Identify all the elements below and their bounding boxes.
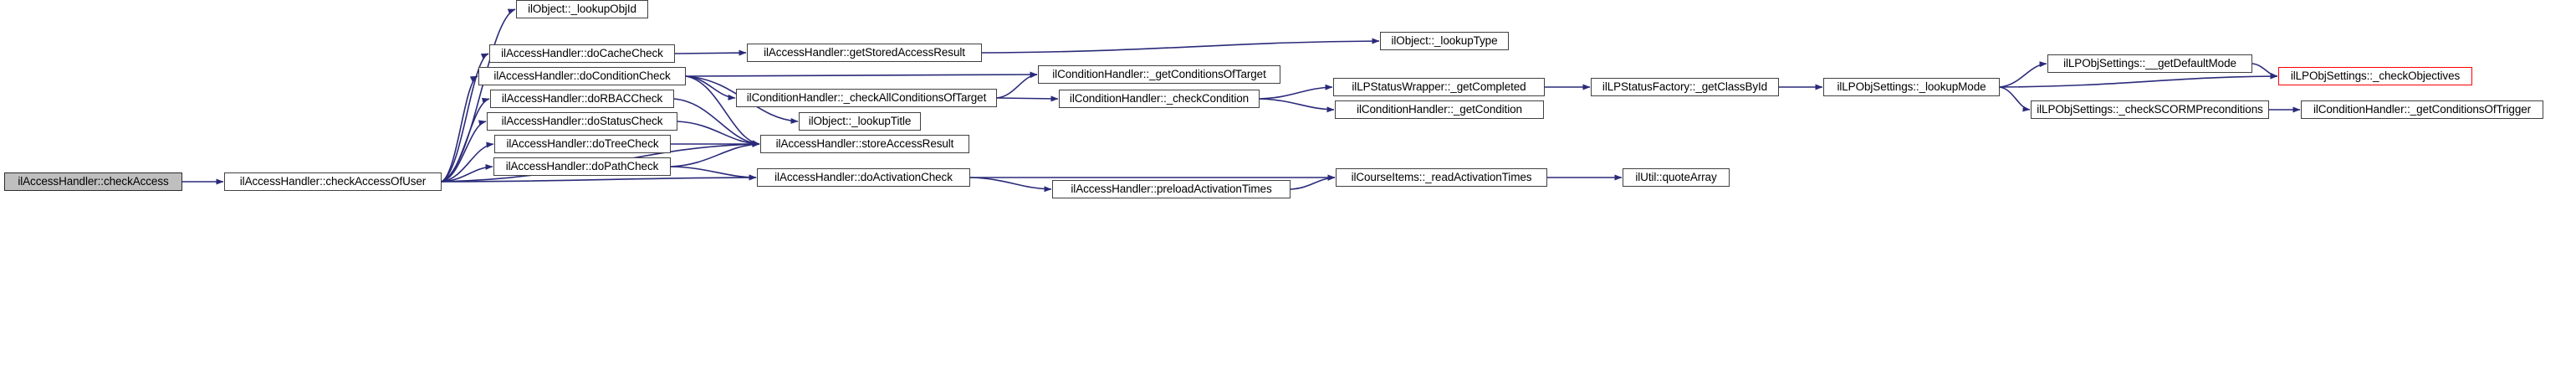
graph-node-n20[interactable]: ilCourseItems::_readActivationTimes (1336, 168, 1547, 187)
graph-edge-n24-n26 (2251, 63, 2278, 79)
graph-edge-n16-n18 (1259, 84, 1333, 100)
graph-node-label: ilAccessHandler::checkAccess (18, 175, 169, 188)
graph-node-label: ilAccessHandler::doStatusCheck (501, 115, 663, 128)
graph-node-label: ilAccessHandler::doActivationCheck (774, 171, 953, 184)
graph-node-label: ilAccessHandler::getStoredAccessResult (764, 46, 965, 59)
graph-edge-n4-n15 (685, 71, 1038, 78)
graph-node-n4[interactable]: ilAccessHandler::doConditionCheck (478, 67, 686, 85)
graph-node-n26[interactable]: ilLPObjSettings::_checkObjectives (2278, 67, 2472, 85)
graph-edge-n1-n3 (441, 53, 489, 183)
graph-node-n12[interactable]: ilAccessHandler::storeAccessResult (760, 135, 969, 153)
graph-node-n19[interactable]: ilConditionHandler::_getCondition (1335, 100, 1544, 119)
graph-node-label: ilAccessHandler::doPathCheck (505, 160, 659, 173)
graph-edge-n4-n12 (685, 75, 760, 147)
graph-edge-n5-n12 (673, 98, 760, 147)
graph-node-n13[interactable]: ilAccessHandler::doActivationCheck (757, 168, 970, 187)
graph-node-label: ilUtil::quoteArray (1635, 171, 1717, 184)
graph-node-n1[interactable]: ilAccessHandler::checkAccessOfUser (224, 172, 442, 191)
graph-node-label: ilObject::_lookupTitle (808, 115, 912, 128)
graph-node-n6[interactable]: ilAccessHandler::doStatusCheck (487, 112, 677, 131)
graph-node-label: ilAccessHandler::doTreeCheck (506, 137, 659, 151)
graph-node-label: ilConditionHandler::_getConditionsOfTrig… (2313, 103, 2532, 116)
graph-edge-n8-n12 (670, 141, 760, 167)
graph-edge-n10-n15 (996, 72, 1038, 99)
graph-node-label: ilLPObjSettings::__getDefaultMode (2063, 57, 2236, 70)
graph-node-n2[interactable]: ilObject::_lookupObjId (516, 0, 648, 18)
graph-edge-n23-n26 (1999, 73, 2278, 88)
graph-node-n15[interactable]: ilConditionHandler::_getConditionsOfTarg… (1038, 65, 1280, 84)
graph-node-label: ilLPStatusFactory::_getClassById (1602, 80, 1768, 94)
graph-node-n9[interactable]: ilAccessHandler::getStoredAccessResult (747, 44, 982, 62)
graph-edge-n17-n20 (1290, 174, 1336, 190)
graph-node-n0[interactable]: ilAccessHandler::checkAccess (4, 172, 182, 191)
graph-node-n16[interactable]: ilConditionHandler::_checkCondition (1059, 90, 1260, 108)
graph-node-n18[interactable]: ilLPStatusWrapper::_getCompleted (1333, 78, 1545, 96)
graph-node-label: ilAccessHandler::checkAccessOfUser (239, 175, 427, 188)
graph-node-n24[interactable]: ilLPObjSettings::__getDefaultMode (2047, 54, 2252, 73)
graph-edge-n1-n7 (441, 142, 494, 183)
graph-node-n5[interactable]: ilAccessHandler::doRBACCheck (490, 90, 674, 108)
graph-node-label: ilAccessHandler::preloadActivationTimes (1071, 183, 1272, 196)
graph-node-n8[interactable]: ilAccessHandler::doPathCheck (493, 157, 671, 176)
graph-node-label: ilConditionHandler::_checkAllConditionsO… (746, 91, 987, 105)
graph-edge-n23-n24 (1999, 61, 2047, 88)
graph-node-label: ilAccessHandler::doConditionCheck (493, 69, 671, 83)
graph-edge-n4-n10 (685, 75, 736, 100)
graph-node-n7[interactable]: ilAccessHandler::doTreeCheck (494, 135, 671, 153)
graph-edge-n1-n4 (441, 75, 478, 183)
graph-node-label: ilLPObjSettings::_checkSCORMPrecondition… (2037, 103, 2263, 116)
graph-edge-n9-n14 (981, 38, 1380, 54)
graph-node-label: ilConditionHandler::_checkCondition (1069, 92, 1250, 106)
graph-node-n17[interactable]: ilAccessHandler::preloadActivationTimes (1052, 180, 1291, 198)
graph-node-label: ilConditionHandler::_getConditionsOfTarg… (1052, 68, 1266, 81)
graph-edge-n1-n6 (441, 120, 487, 183)
graph-edge-n8-n13 (670, 166, 757, 181)
graph-edge-n23-n25 (1999, 86, 2031, 112)
graph-edge-n16-n19 (1259, 98, 1335, 113)
graph-edge-n6-n12 (677, 121, 760, 147)
graph-node-n14[interactable]: ilObject::_lookupType (1380, 32, 1509, 50)
graph-node-label: ilLPStatusWrapper::_getCompleted (1352, 80, 1526, 94)
graph-edge-n1-n5 (441, 97, 490, 183)
graph-node-n3[interactable]: ilAccessHandler::doCacheCheck (489, 44, 675, 63)
graph-node-label: ilLPObjSettings::_checkObjectives (2290, 69, 2461, 83)
graph-node-n25[interactable]: ilLPObjSettings::_checkSCORMPrecondition… (2031, 100, 2269, 119)
graph-node-label: ilCourseItems::_readActivationTimes (1351, 171, 1532, 184)
graph-node-n22[interactable]: ilUtil::quoteArray (1623, 168, 1730, 187)
graph-node-n21[interactable]: ilLPStatusFactory::_getClassById (1591, 78, 1779, 96)
graph-node-n23[interactable]: ilLPObjSettings::_lookupMode (1823, 78, 2000, 96)
graph-node-n27[interactable]: ilConditionHandler::_getConditionsOfTrig… (2301, 100, 2543, 119)
graph-node-n11[interactable]: ilObject::_lookupTitle (799, 112, 921, 131)
graph-node-label: ilObject::_lookupObjId (528, 3, 636, 16)
graph-node-label: ilObject::_lookupType (1391, 34, 1498, 48)
graph-edge-n10-n16 (996, 95, 1059, 102)
graph-node-label: ilConditionHandler::_getCondition (1357, 103, 1522, 116)
graph-edge-n3-n9 (674, 49, 747, 56)
graph-node-label: ilAccessHandler::doRBACCheck (501, 92, 663, 106)
graph-edge-n13-n17 (969, 177, 1052, 193)
graph-node-label: ilLPObjSettings::_lookupMode (1837, 80, 1986, 94)
graph-node-label: ilAccessHandler::doCacheCheck (501, 47, 663, 60)
graph-node-label: ilAccessHandler::storeAccessResult (775, 137, 954, 151)
graph-node-n10[interactable]: ilConditionHandler::_checkAllConditionsO… (736, 89, 997, 107)
graph-edge-n1-n13 (441, 174, 757, 183)
